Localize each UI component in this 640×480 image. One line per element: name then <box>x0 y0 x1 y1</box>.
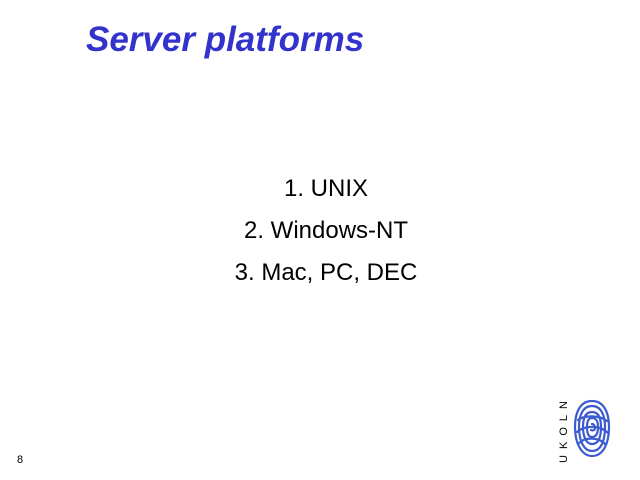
list-item: 3. Mac, PC, DEC <box>234 259 418 286</box>
page-number: 8 <box>17 454 24 466</box>
logo-text-label: UKOLN <box>558 395 570 463</box>
slide-title: Server platforms <box>86 20 365 59</box>
list-item: 1. UNIX <box>283 175 369 202</box>
server-platform-list: 1. UNIX 2. Windows-NT 3. Mac, PC, DEC <box>0 168 640 294</box>
logo-text: UKOLN <box>553 395 575 463</box>
list-item: 2. Windows-NT <box>243 217 409 244</box>
ukoln-logo-icon <box>573 399 611 458</box>
